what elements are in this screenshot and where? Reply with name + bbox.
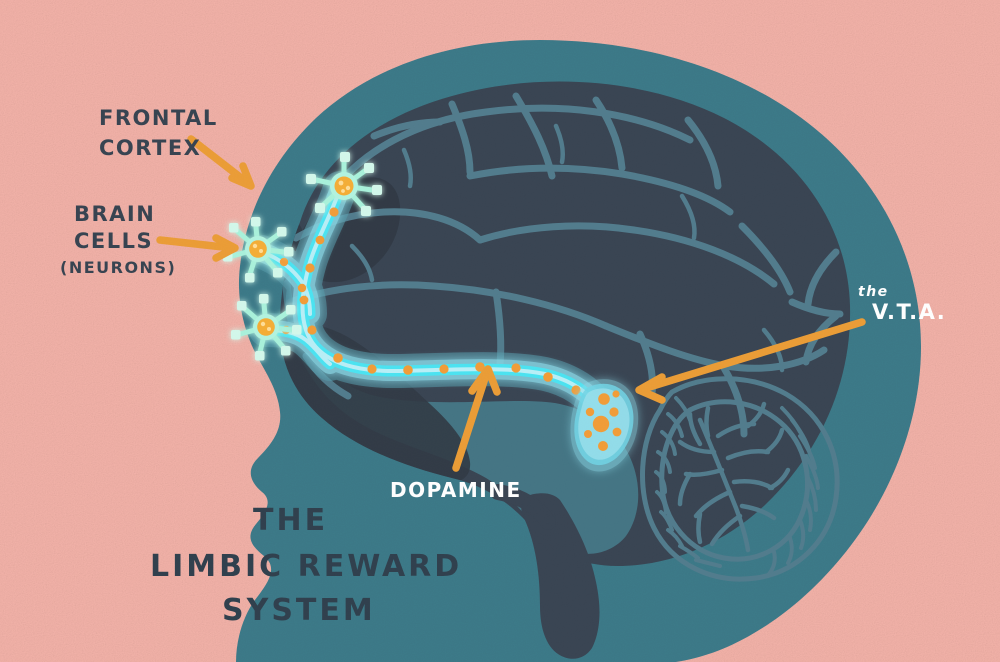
illustration-canvas: FRONTAL CORTEX BRAIN CELLS (NEURONS) DOP… [0,0,1000,662]
limbic-reward-system-illustration: FRONTAL CORTEX BRAIN CELLS (NEURONS) DOP… [0,0,1000,662]
paper-grain-overlay [0,0,1000,662]
